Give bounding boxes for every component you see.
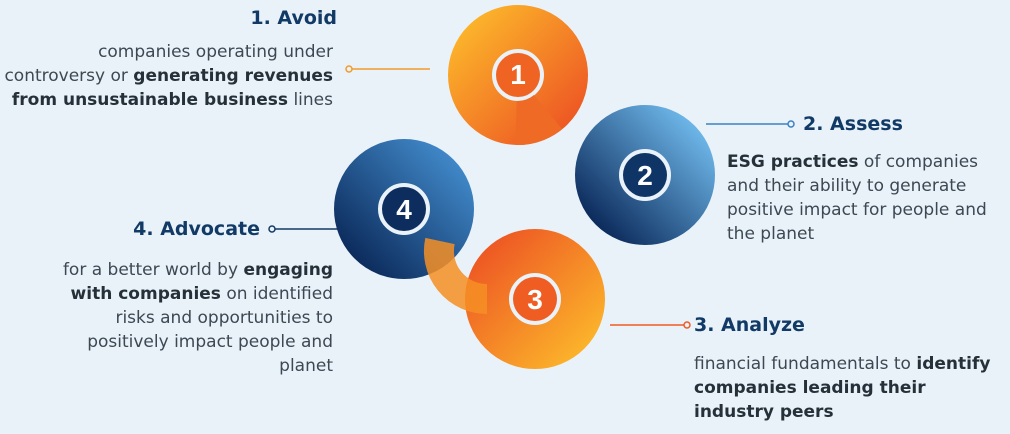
step-2-description: ESG practices of companies and their abi…	[727, 150, 1005, 246]
step-4-title: 4. Advocate	[133, 218, 260, 240]
connector-4	[268, 225, 340, 233]
badge-1-number: 1	[510, 59, 526, 90]
step-2-desc-part-2: of companies and their ability to genera…	[727, 152, 987, 244]
step-1-desc-part-2: generating revenues from unsustainable b…	[11, 66, 333, 110]
step-4-description: for a better world by engaging with comp…	[33, 258, 333, 378]
badge-3: 3	[513, 277, 557, 321]
step-1-desc-part-3: lines	[288, 90, 333, 110]
step-3-desc-part-2: identify companies leading their industr…	[694, 354, 991, 422]
step-3-desc-part-1: financial fundamentals to	[694, 354, 917, 374]
step-4-desc-part-3: on identified risks and opportunities to…	[87, 284, 333, 376]
step-3-description: financial fundamentals to identify compa…	[694, 352, 1004, 424]
connector-3	[610, 321, 691, 329]
step-4-desc-part-2: engaging with companies	[70, 260, 333, 304]
badge-4: 4	[382, 187, 426, 231]
badge-4-number: 4	[396, 194, 412, 225]
connector-1	[345, 65, 430, 73]
badge-2: 2	[623, 153, 667, 197]
step-1-description: companies operating under controversy or…	[0, 40, 333, 112]
step-4-desc-part-1: for a better world by	[62, 260, 244, 280]
step-3-title: 3. Analyze	[694, 314, 805, 336]
weave-segment-4	[423, 237, 488, 315]
badge-1: 1	[496, 53, 540, 97]
connector-2	[706, 120, 795, 128]
badge-2-number: 2	[637, 160, 653, 191]
ring-4	[334, 139, 474, 279]
weave-segment-1	[515, 94, 563, 145]
badge-3-number: 3	[527, 284, 543, 315]
step-2-desc-part-1: ESG practices	[727, 152, 859, 172]
step-2-title: 2. Assess	[803, 113, 903, 135]
step-1-title: 1. Avoid	[250, 7, 337, 29]
step-1-desc-part-1: companies operating under controversy or	[4, 42, 333, 86]
ring-2	[575, 105, 715, 245]
